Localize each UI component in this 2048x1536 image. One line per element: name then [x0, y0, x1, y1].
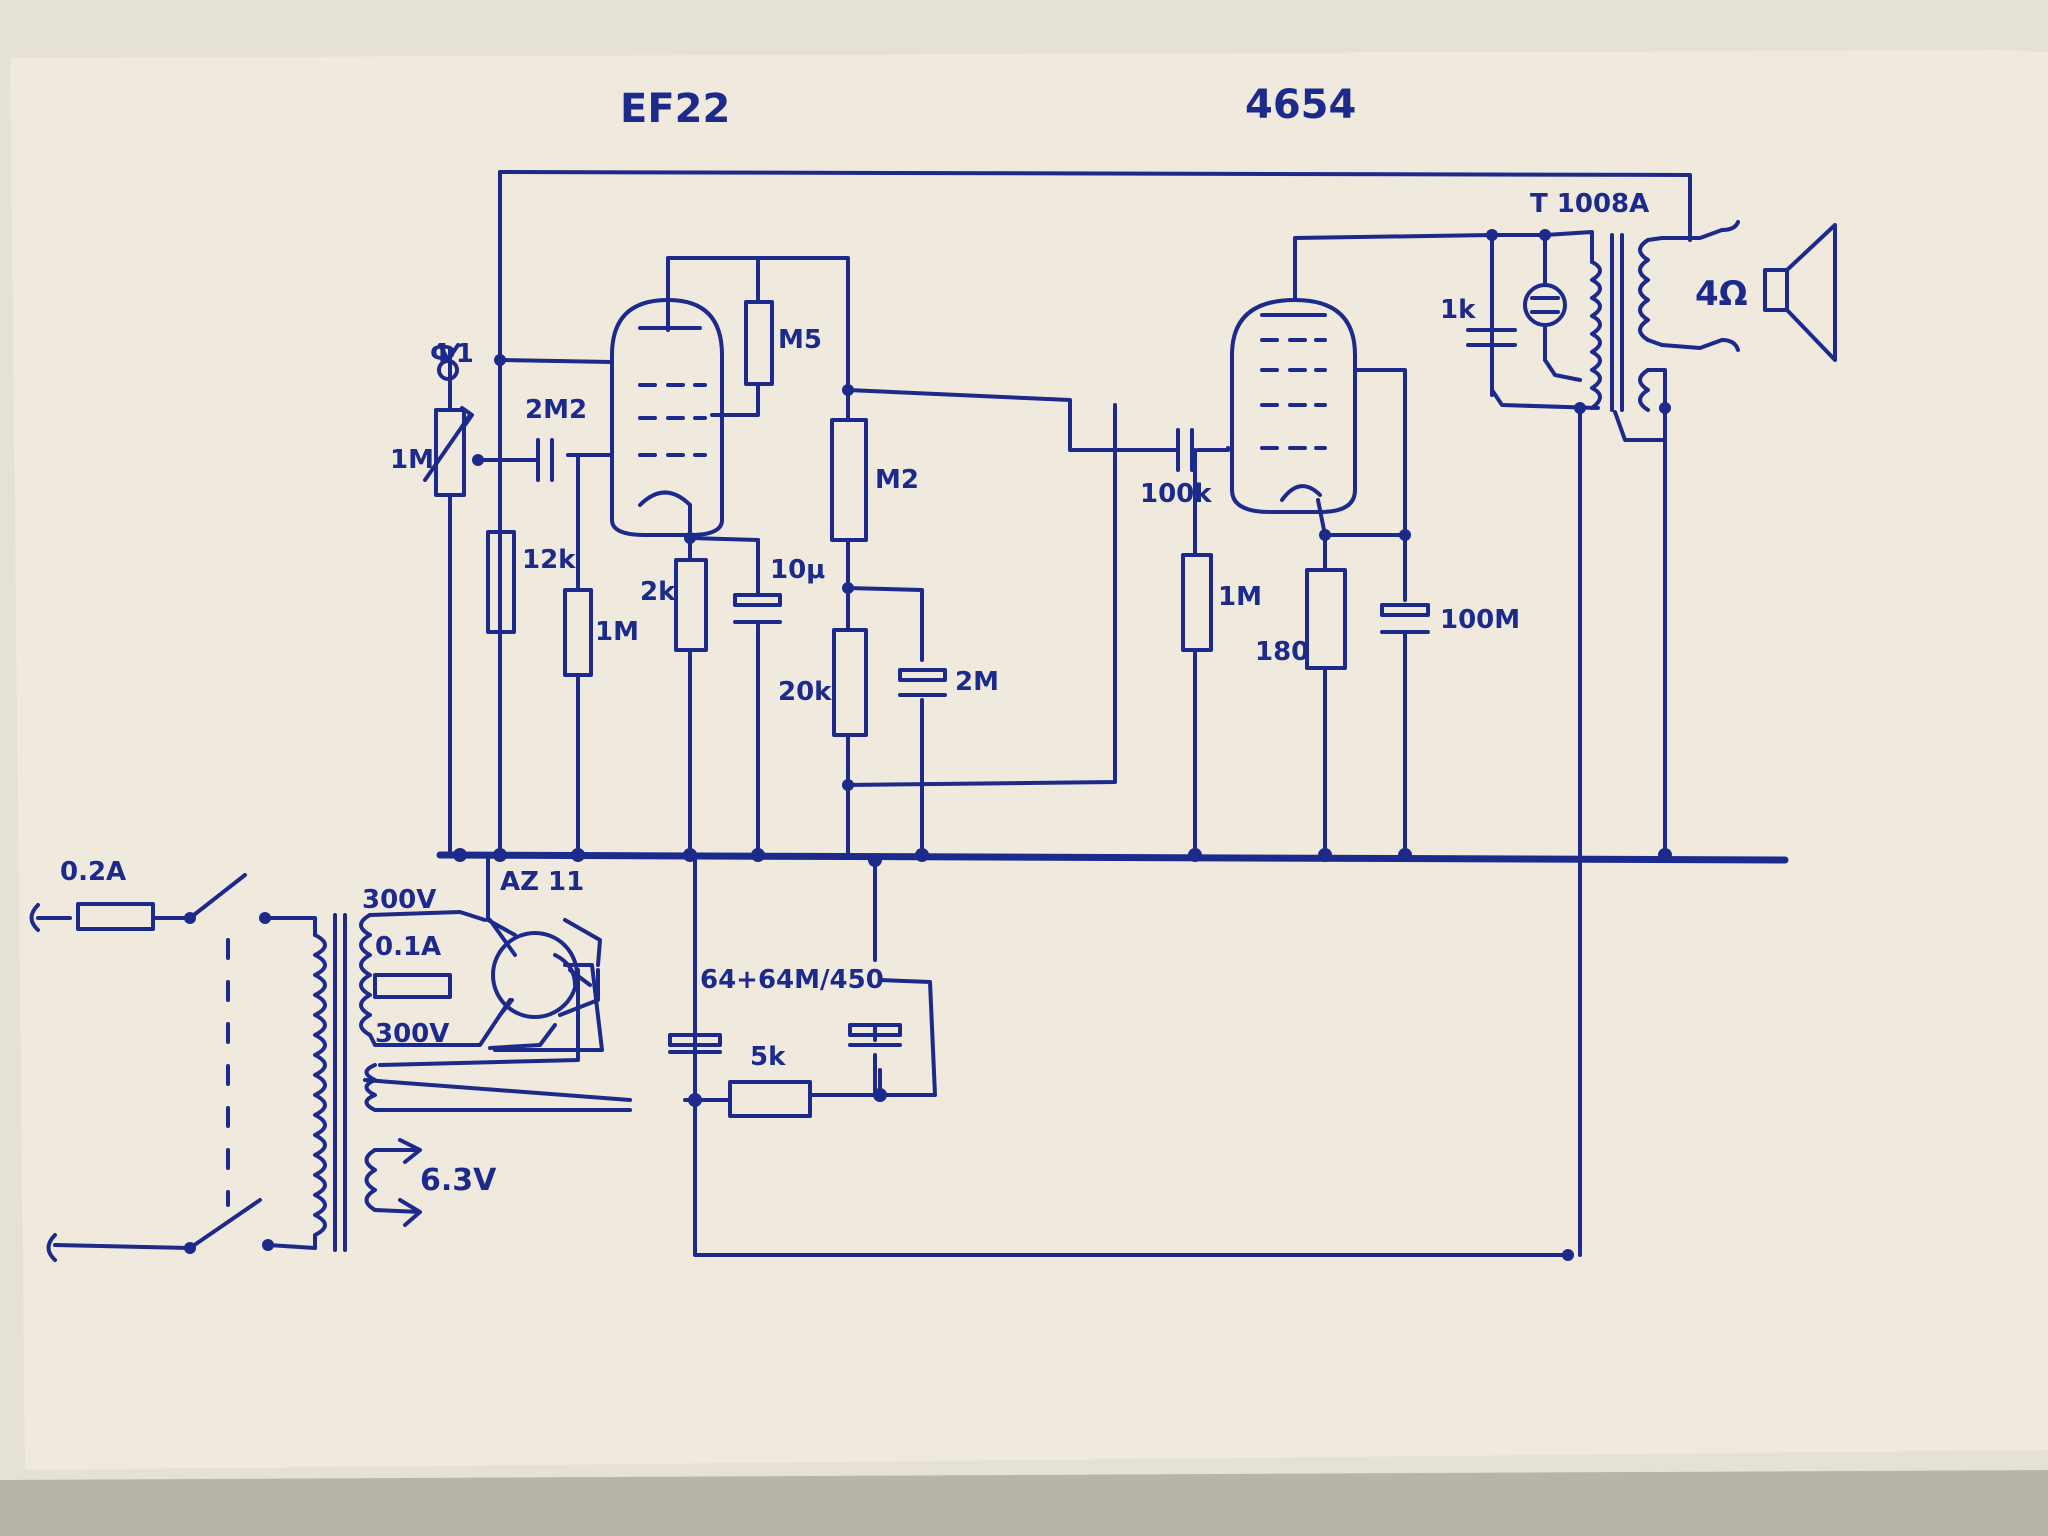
resistor-2k: [674, 558, 708, 652]
tube-ef22: [610, 298, 724, 537]
label-speaker-impedance: 4Ω: [1695, 274, 1748, 314]
resistor-1m-out: [1181, 553, 1213, 652]
label-input-symbol: Ф1: [430, 339, 474, 369]
fuse-01a: [373, 973, 452, 999]
label-tone-res: 1k: [1440, 295, 1476, 325]
tube-4654: [1230, 298, 1357, 514]
label-plate-res: M2: [875, 465, 919, 495]
capacitors: [536, 328, 1517, 1054]
label-coupling-cap-in: 2M2: [525, 395, 587, 425]
label-volume-pot: 1M: [390, 445, 434, 475]
capacitor-10u: [733, 593, 782, 624]
label-decoupling-res: 20k: [778, 677, 832, 707]
label-fuse-secondary: 0.1A: [375, 932, 441, 962]
label-filter-res: 5k: [750, 1042, 786, 1072]
label-voltage-hv1: 300V: [362, 885, 436, 915]
resistor-180: [1305, 568, 1347, 670]
label-output-transformer: T 1008A: [1530, 189, 1649, 219]
power-transformer: [313, 910, 632, 1252]
label-anode-res: M5: [778, 325, 822, 355]
resistor-m2: [830, 418, 868, 542]
capacitor-100m: [1380, 603, 1430, 634]
filter-capacitor-2: [848, 1023, 902, 1047]
output-transformer: [1590, 233, 1667, 412]
label-grid-res-pre: 1M: [595, 617, 639, 647]
resistor-m5: [744, 300, 774, 386]
resistor-1m-grid: [563, 588, 593, 677]
capacitor-2m2: [536, 438, 554, 482]
label-rectifier: AZ 11: [500, 867, 584, 897]
volume-potentiometer: [423, 343, 484, 497]
resistor-20k: [832, 628, 868, 737]
label-fuse-main: 0.2A: [60, 857, 126, 887]
tube-label-ef22: EF22: [620, 86, 730, 132]
mains-input-jacks: [29, 903, 274, 1262]
label-cathode-cap-out: 100M: [1440, 605, 1520, 635]
resistor-5k: [728, 1080, 812, 1118]
capacitor-2m: [898, 668, 947, 697]
tube-az11-rectifier: [488, 918, 579, 1019]
label-grid-res-out: 1M: [1218, 582, 1262, 612]
tube-label-4654: 4654: [1245, 82, 1356, 128]
label-coupling-cap-out: 100k: [1140, 479, 1212, 509]
label-voltage-hv2: 300V: [375, 1019, 449, 1049]
capacitor-1k: [1466, 328, 1517, 347]
fuse-02a: [76, 902, 155, 931]
speaker-icon: [1720, 220, 1837, 362]
tone-lamp: [1523, 283, 1567, 327]
resistor-12k: [486, 530, 516, 634]
filter-capacitor-1: [668, 1033, 722, 1054]
resistors: [76, 300, 1347, 1118]
label-cathode-res-out: 180: [1255, 637, 1309, 667]
label-filter-caps: 64+64M/450: [700, 965, 884, 995]
junction-dots: [453, 229, 1672, 1261]
label-cathode-cap-pre: 10μ: [770, 555, 825, 585]
capacitor-100k: [1176, 428, 1194, 472]
label-heater-voltage: 6.3V: [420, 1163, 497, 1198]
label-cathode-res-pre: 2k: [640, 577, 676, 607]
label-decoupling-cap: 2M: [955, 667, 999, 697]
label-screen-res: 12k: [522, 545, 576, 575]
